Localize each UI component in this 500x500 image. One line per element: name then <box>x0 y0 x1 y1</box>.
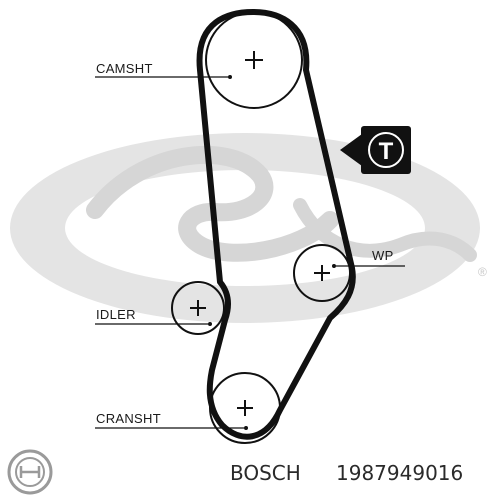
crankshaft-callout: CRANSHT <box>95 411 248 430</box>
camshaft-pulley <box>205 11 303 109</box>
plus-icon <box>245 51 263 69</box>
tensioner-marker: T <box>340 126 411 174</box>
tensioner-letter: T <box>379 138 394 165</box>
crankshaft-label: CRANSHT <box>96 411 161 426</box>
camshaft-callout: CAMSHT <box>95 61 232 79</box>
idler-pulley <box>171 281 225 335</box>
idler-label: IDLER <box>96 307 136 322</box>
water-pump-pulley <box>293 244 351 302</box>
plus-icon <box>314 265 330 281</box>
plus-icon <box>237 400 253 416</box>
footer-brand: BOSCH <box>230 461 301 485</box>
water-pump-callout: WP <box>332 248 405 268</box>
registered-mark: ® <box>478 265 487 279</box>
camshaft-label: CAMSHT <box>96 61 153 76</box>
footer-part-number: 1987949016 <box>336 461 463 485</box>
idler-callout: IDLER <box>95 307 212 326</box>
plus-icon <box>190 300 206 316</box>
gates-watermark-logo: ® <box>10 133 487 323</box>
crankshaft-pulley <box>209 372 281 444</box>
water-pump-label: WP <box>372 248 394 263</box>
bosch-logo <box>7 449 53 495</box>
arrow-left-icon <box>340 134 362 166</box>
